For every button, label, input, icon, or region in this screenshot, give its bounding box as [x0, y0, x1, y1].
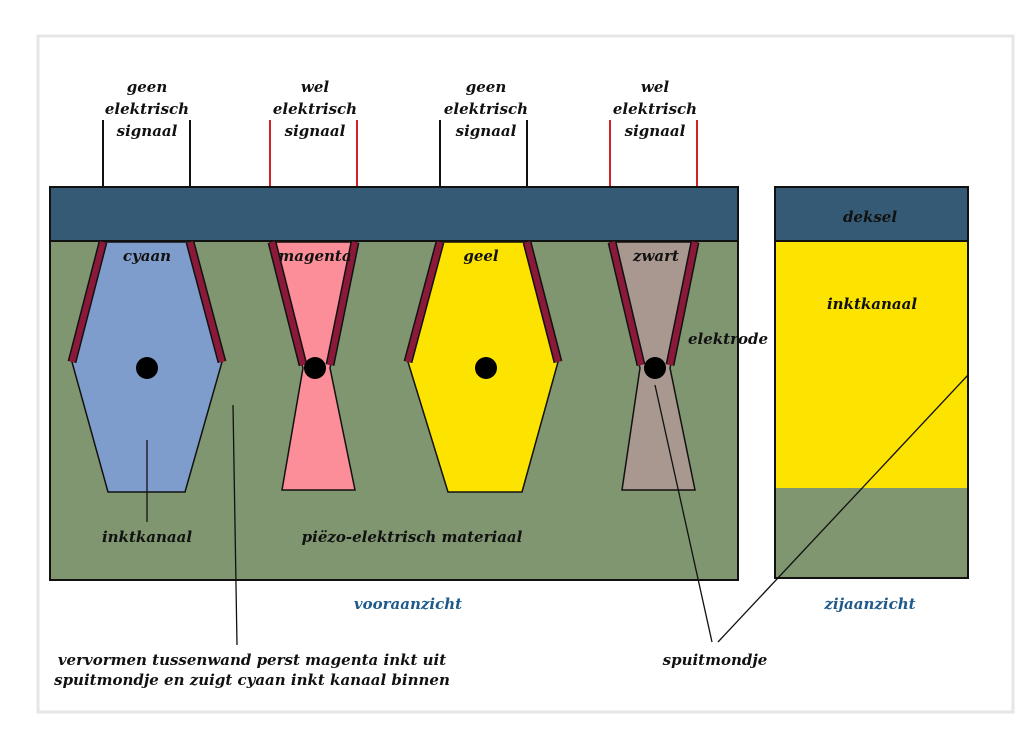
chamber-label-cyan: cyaan — [123, 247, 171, 265]
electrodes-fill — [69, 241, 698, 366]
signal-label: wel — [641, 78, 669, 96]
signal-label: elektrisch — [105, 100, 189, 118]
signal-label: geen — [127, 78, 167, 96]
caption-line-2: spuitmondje en zuigt cyaan inkt kanaal b… — [54, 671, 450, 689]
side-view-label: zijaanzicht — [823, 595, 915, 613]
side-ink-channel — [775, 241, 968, 488]
material-label: piëzo-elektrisch materiaal — [302, 528, 523, 546]
front-view-label: vooraanzicht — [354, 595, 462, 613]
chamber-label-black: zwart — [632, 247, 679, 265]
caption-line-1: vervormen tussenwand perst magenta inkt … — [58, 651, 446, 669]
signal-label: signaal — [285, 122, 346, 140]
signal-label: signaal — [625, 122, 686, 140]
lid — [49, 186, 739, 242]
side-piezo — [775, 488, 968, 578]
side-channel-label: inktkanaal — [827, 295, 917, 313]
signal-label: elektrisch — [273, 100, 357, 118]
signal-label: signaal — [456, 122, 517, 140]
chamber-label-magenta: magenta — [278, 247, 351, 265]
signal-label: elektrisch — [613, 100, 697, 118]
frame — [36, 34, 1015, 714]
signal-label: elektrisch — [444, 100, 528, 118]
signal-label: wel — [301, 78, 329, 96]
chamber-label-yellow: geel — [463, 247, 499, 265]
lid-label: deksel — [843, 208, 897, 226]
electrode-label: elektrode — [688, 330, 768, 348]
signal-labels: geen elektrisch signaal wel elektrisch s… — [54, 78, 917, 689]
nozzle-label: spuitmondje — [663, 651, 768, 669]
signal-label: signaal — [117, 122, 178, 140]
signal-label: geen — [466, 78, 506, 96]
leader-lines — [146, 374, 969, 646]
nozzles — [136, 357, 666, 379]
ink-channel-label: inktkanaal — [102, 528, 192, 546]
